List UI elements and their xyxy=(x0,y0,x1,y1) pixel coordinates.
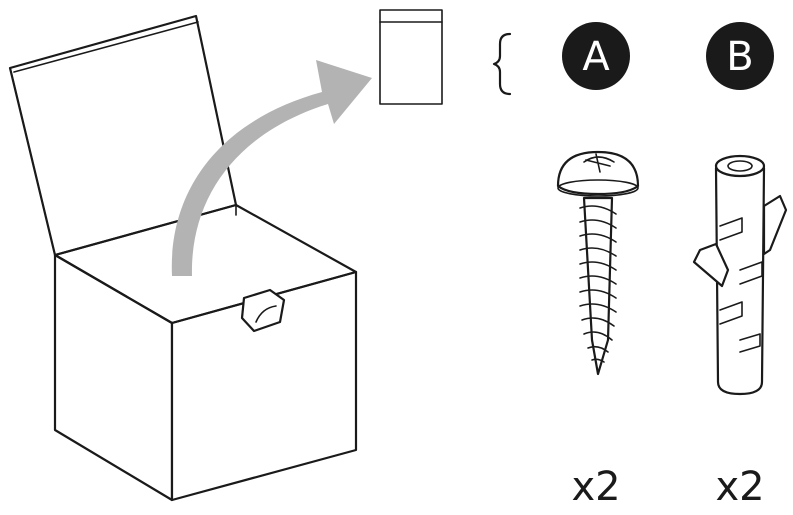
part-b-badge: B xyxy=(706,22,774,90)
part-b-quantity: x2 xyxy=(715,464,764,510)
wall-plug-icon xyxy=(692,154,788,396)
part-b-label: B xyxy=(726,34,753,80)
part-a-badge: A xyxy=(562,22,630,90)
box-opening xyxy=(53,203,358,325)
brace-icon xyxy=(492,32,512,96)
curved-arrow-icon xyxy=(171,60,372,276)
wall-plug-slots xyxy=(719,217,763,353)
screw-threads xyxy=(579,205,617,363)
part-a-label: A xyxy=(582,34,610,80)
box-lid xyxy=(8,14,238,257)
parts-bag-icon xyxy=(379,9,443,105)
part-a-quantity: x2 xyxy=(571,464,620,510)
open-box-icon xyxy=(8,14,358,502)
screw-icon xyxy=(556,150,640,376)
box-front-face xyxy=(53,253,174,502)
box-tab-clasp xyxy=(240,288,286,333)
